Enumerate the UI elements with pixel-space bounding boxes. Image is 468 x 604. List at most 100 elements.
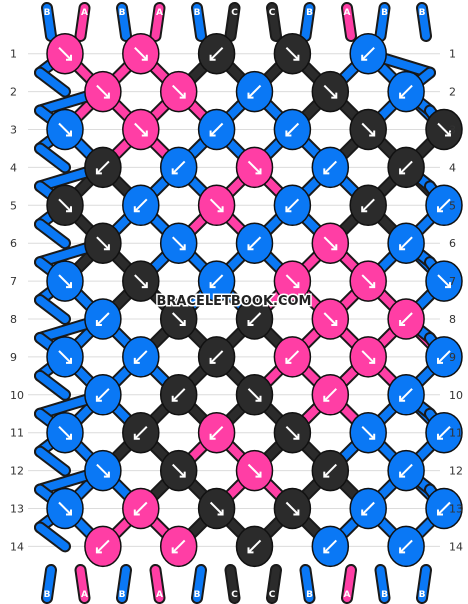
knot (84, 222, 122, 264)
row-number-right: 11 (449, 427, 463, 440)
knot-arrowhead-icon (133, 357, 140, 364)
knot-arrow-se-icon (96, 236, 110, 250)
knot (235, 70, 274, 113)
knot-arrow-sw-icon (209, 46, 224, 61)
thread-segment (36, 68, 69, 96)
knot-arrowhead-icon (247, 547, 254, 554)
knot-arrowhead-icon (95, 320, 102, 326)
top-strand (43, 4, 55, 40)
knot (311, 70, 350, 113)
knot-arrowhead-icon (141, 130, 148, 137)
knot-arrow-sw-icon (247, 312, 262, 326)
knot-arrowhead-icon (293, 54, 300, 61)
knot-arrow-se-icon (171, 312, 186, 326)
knot-arrow-sw-icon (134, 198, 148, 213)
knot-arrow-se-icon (134, 122, 148, 137)
bottom-strand (118, 566, 130, 602)
knot-arrowhead-icon (247, 320, 254, 326)
row-number-right: 12 (449, 465, 463, 478)
top-strand-label: A (344, 8, 351, 18)
knot-arrowhead-icon (209, 433, 216, 440)
knot-arrowhead-icon (369, 130, 376, 137)
thread-segment (36, 144, 69, 172)
knot-arrowhead-icon (399, 168, 406, 175)
thread-segment (36, 371, 69, 399)
knot (122, 108, 160, 151)
knot (197, 487, 236, 530)
knot-arrowhead-icon (255, 168, 262, 175)
knot-arrowhead-icon (255, 471, 262, 478)
knot-arrowhead-icon (66, 130, 72, 137)
knot (425, 411, 463, 454)
knot-arrowhead-icon (399, 471, 406, 478)
knot (159, 222, 198, 264)
knot-arrow-sw-icon (209, 350, 224, 364)
top-strand-label: B (381, 8, 388, 18)
knot-arrow-sw-icon (437, 198, 451, 213)
knot-arrow-se-icon (285, 274, 300, 288)
knot (425, 487, 463, 530)
knot (159, 298, 198, 340)
knot-arrow-se-icon (361, 274, 375, 288)
knot (349, 32, 387, 75)
top-strand-label: B (119, 8, 126, 18)
knot-arrow-sw-icon (399, 236, 413, 250)
knot-arrowhead-icon (323, 471, 330, 478)
top-strand-label: A (81, 8, 88, 18)
bottom-strand (76, 566, 89, 602)
top-strand-label: B (419, 8, 426, 18)
knot-arrowhead-icon (217, 206, 224, 213)
row-number-right: 5 (449, 199, 456, 212)
knot-arrowhead-icon (171, 168, 178, 175)
bottom-strand-label: A (344, 590, 351, 600)
thread-segment (36, 523, 69, 551)
row-number-right: 14 (449, 540, 463, 553)
knot-arrowhead-icon (209, 357, 216, 364)
knot (197, 411, 236, 454)
knot-arrowhead-icon (323, 547, 330, 554)
knot-arrow-se-icon (134, 46, 148, 61)
row-number-left: 4 (10, 161, 17, 174)
knot-arrow-sw-icon (134, 501, 148, 516)
knot-arrow-se-icon (209, 198, 224, 213)
thread-segment (36, 220, 69, 248)
knot (273, 336, 312, 378)
knot (273, 411, 312, 454)
knot-arrowhead-icon (437, 357, 443, 364)
knot (197, 184, 236, 227)
knot-arrow-sw-icon (96, 388, 110, 402)
row-number-right: 4 (449, 161, 456, 174)
top-strand (151, 4, 164, 40)
knot-arrowhead-icon (247, 244, 254, 251)
knot-arrowhead-icon (179, 320, 186, 326)
bottom-strand (343, 566, 355, 602)
knot-arrowhead-icon (255, 395, 262, 402)
top-strand-label: C (269, 8, 276, 18)
top-strand (343, 4, 355, 40)
knot (122, 184, 160, 227)
top-strand (76, 4, 89, 40)
knot (235, 525, 274, 568)
knot-arrowhead-icon (133, 433, 140, 440)
knot-arrowhead-icon (437, 433, 443, 440)
row-number-right: 3 (449, 124, 456, 137)
knot-arrow-sw-icon (399, 312, 413, 326)
bottom-strand (151, 566, 164, 602)
knot (387, 222, 425, 264)
knot-arrow-se-icon (323, 236, 338, 250)
knot-arrowhead-icon (331, 92, 338, 99)
knot-arrow-sw-icon (323, 388, 338, 402)
knot-arrowhead-icon (293, 282, 300, 289)
knot (46, 260, 84, 302)
knot (159, 374, 198, 416)
knot-arrow-sw-icon (285, 350, 300, 364)
knot-arrow-se-icon (96, 463, 110, 478)
row-number-left: 9 (10, 351, 17, 364)
knot (349, 336, 387, 378)
knot-arrowhead-icon (399, 320, 406, 326)
knot-arrowhead-icon (66, 357, 72, 364)
row-number-right: 6 (449, 237, 456, 250)
knot-arrow-sw-icon (285, 198, 300, 213)
row-number-left: 7 (10, 275, 17, 288)
knot (84, 525, 122, 568)
